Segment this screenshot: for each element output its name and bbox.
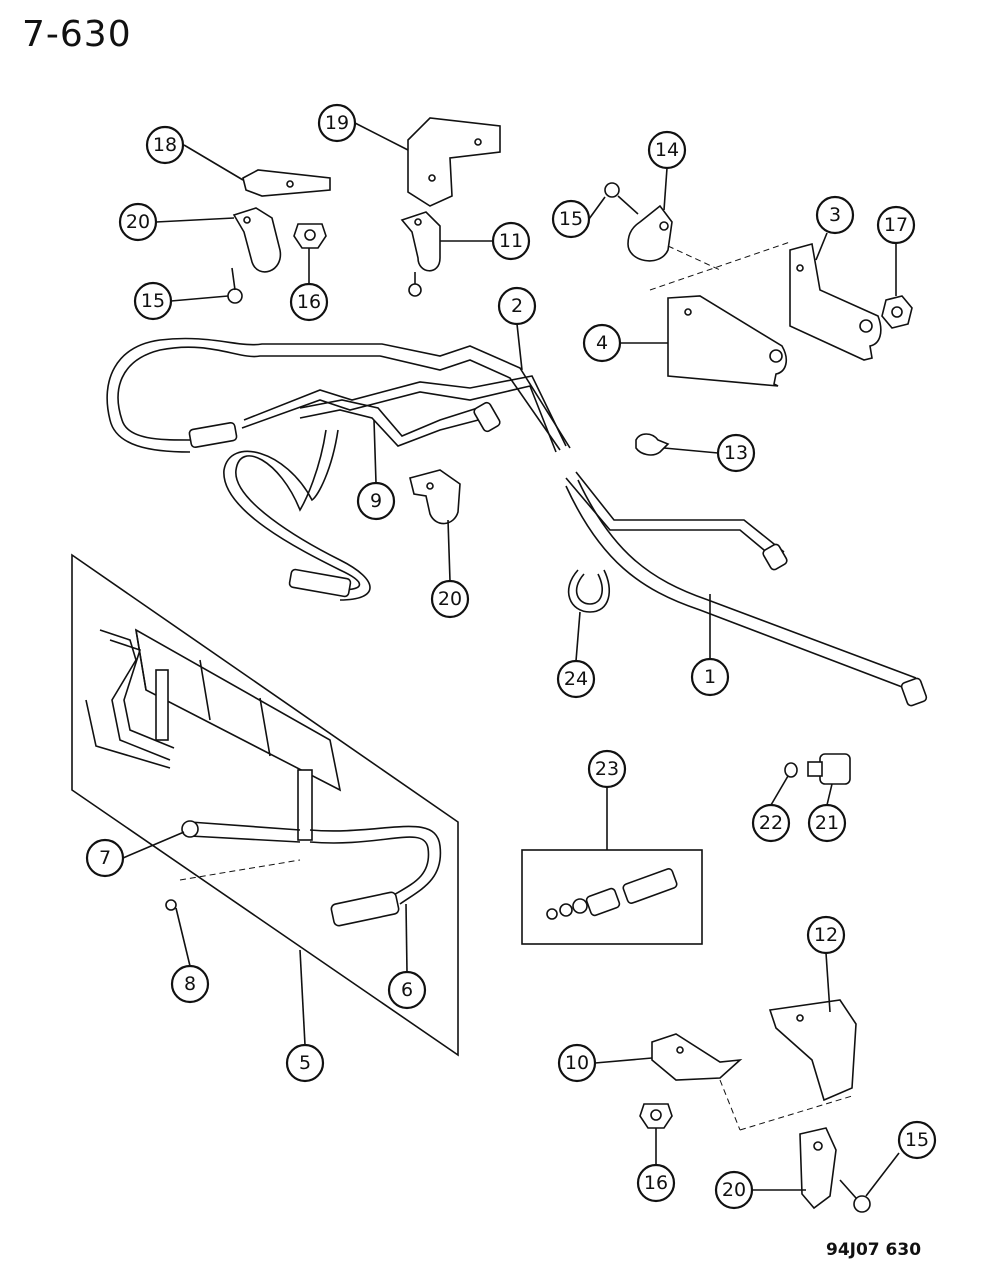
callout-18: 18 bbox=[145, 125, 185, 165]
callout-12: 12 bbox=[806, 915, 846, 955]
svg-text:15: 15 bbox=[141, 290, 165, 312]
svg-text:9: 9 bbox=[370, 490, 382, 512]
clip-24-drawing bbox=[567, 569, 611, 613]
callout-19: 19 bbox=[317, 103, 357, 143]
callout-16-top: 16 bbox=[289, 282, 329, 322]
tube-9-drawing bbox=[223, 399, 487, 601]
callout-20-bottom: 20 bbox=[714, 1170, 754, 1210]
nut-17-drawing bbox=[881, 295, 913, 329]
callout-6: 6 bbox=[387, 970, 427, 1010]
callout-21: 21 bbox=[807, 803, 847, 843]
fitting-21-drawing bbox=[807, 753, 851, 785]
svg-text:16: 16 bbox=[644, 1172, 668, 1194]
drawing-code: 94J07 630 bbox=[826, 1240, 922, 1260]
svg-text:20: 20 bbox=[438, 588, 462, 610]
svg-text:8: 8 bbox=[184, 973, 196, 995]
callout-15-right: 15 bbox=[551, 199, 591, 239]
svg-text:21: 21 bbox=[815, 812, 839, 834]
bracket-4-drawing bbox=[667, 295, 788, 387]
fitting-left-drawing bbox=[188, 401, 501, 598]
clamp-14-drawing bbox=[604, 182, 673, 262]
callout-17: 17 bbox=[876, 205, 916, 245]
clamp-20-middle-drawing bbox=[409, 469, 461, 525]
callout-22: 22 bbox=[751, 803, 791, 843]
svg-text:10: 10 bbox=[565, 1052, 589, 1074]
callout-14: 14 bbox=[647, 130, 687, 170]
screw-15-left-drawing bbox=[227, 267, 243, 304]
bracket-19-drawing bbox=[407, 117, 501, 207]
callout-20-middle: 20 bbox=[430, 579, 470, 619]
clip-13-drawing bbox=[635, 433, 670, 456]
callout-9: 9 bbox=[356, 481, 396, 521]
svg-text:11: 11 bbox=[499, 230, 523, 252]
svg-text:20: 20 bbox=[126, 211, 150, 233]
svg-text:13: 13 bbox=[724, 442, 748, 464]
page-reference: 7-630 bbox=[22, 14, 132, 55]
callout-3: 3 bbox=[815, 195, 855, 235]
tube-2-drawing bbox=[106, 337, 571, 453]
callout-20-top: 20 bbox=[118, 202, 158, 242]
callout-2: 2 bbox=[497, 286, 537, 326]
svg-text:20: 20 bbox=[722, 1179, 746, 1201]
callout-24: 24 bbox=[556, 659, 596, 699]
svg-text:7: 7 bbox=[99, 847, 111, 869]
svg-text:6: 6 bbox=[401, 979, 413, 1001]
tube-1-drawing bbox=[565, 471, 928, 707]
svg-text:4: 4 bbox=[596, 332, 608, 354]
svg-text:15: 15 bbox=[559, 208, 583, 230]
svg-text:2: 2 bbox=[511, 295, 523, 317]
bracket-12-drawing bbox=[768, 999, 857, 1102]
callout-10: 10 bbox=[557, 1043, 597, 1083]
callout-1: 1 bbox=[690, 657, 730, 697]
svg-text:16: 16 bbox=[297, 291, 321, 313]
callout-15-left: 15 bbox=[133, 281, 173, 321]
clamp-11-drawing bbox=[400, 211, 441, 272]
svg-text:18: 18 bbox=[153, 134, 177, 156]
svg-text:3: 3 bbox=[829, 204, 841, 226]
svg-text:17: 17 bbox=[884, 214, 908, 236]
callout-11: 11 bbox=[491, 221, 531, 261]
screw-15-bottom-drawing bbox=[839, 1179, 871, 1213]
cooler-assembly-5-panel bbox=[71, 553, 459, 1057]
callout-5: 5 bbox=[285, 1043, 325, 1083]
callout-13: 13 bbox=[716, 433, 756, 473]
svg-text:19: 19 bbox=[325, 112, 349, 134]
callout-15-bottom: 15 bbox=[897, 1120, 937, 1160]
svg-text:15: 15 bbox=[905, 1129, 929, 1151]
bracket-10-drawing bbox=[651, 1033, 743, 1081]
clamp-20-bottom-drawing bbox=[799, 1127, 837, 1210]
svg-text:24: 24 bbox=[564, 668, 588, 690]
nut-16-bottom-drawing bbox=[639, 1103, 673, 1129]
bracket-18-drawing bbox=[242, 169, 331, 197]
screw-11-drawing bbox=[408, 272, 422, 297]
kit-23-box bbox=[521, 849, 703, 945]
svg-text:5: 5 bbox=[299, 1052, 311, 1074]
svg-text:1: 1 bbox=[704, 666, 716, 688]
svg-text:12: 12 bbox=[814, 924, 838, 946]
clamp-20-top-drawing bbox=[232, 207, 282, 273]
bracket-3-drawing bbox=[789, 242, 882, 361]
o-ring-22-drawing bbox=[784, 762, 798, 778]
callout-4: 4 bbox=[582, 323, 622, 363]
callout-7: 7 bbox=[85, 838, 125, 878]
callout-8: 8 bbox=[170, 964, 210, 1004]
svg-text:14: 14 bbox=[655, 139, 679, 161]
leader-lines bbox=[122, 122, 900, 1197]
nut-16-top-drawing bbox=[293, 223, 327, 249]
svg-text:23: 23 bbox=[595, 758, 619, 780]
callout-16-bottom: 16 bbox=[636, 1163, 676, 1203]
callout-23: 23 bbox=[587, 749, 627, 789]
svg-text:22: 22 bbox=[759, 812, 783, 834]
